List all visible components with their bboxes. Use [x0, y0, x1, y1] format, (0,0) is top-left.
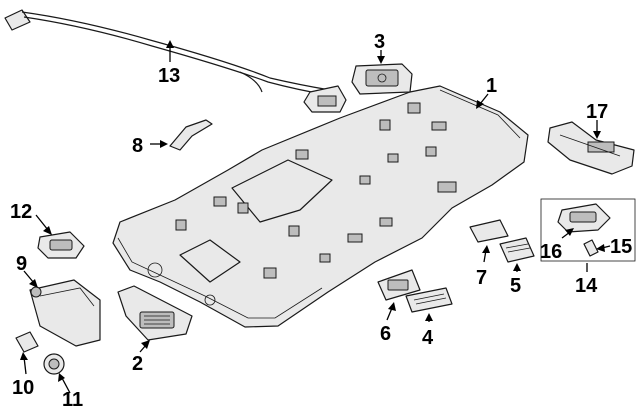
callout-17: 17 [586, 101, 608, 123]
part-14-box [540, 198, 636, 262]
callout-labels: 1 2 3 4 5 6 7 8 9 10 11 12 13 14 15 16 1… [10, 31, 632, 408]
callout-7: 7 [476, 267, 487, 289]
part-16-lamp[interactable] [557, 203, 611, 233]
part-7-lamp-lens[interactable] [469, 219, 509, 243]
callout-14: 14 [575, 275, 598, 297]
part-5-lamp-housing[interactable] [499, 237, 535, 263]
part-13-wire-harness[interactable] [4, 9, 347, 113]
part-6-lamp-lens[interactable] [377, 269, 421, 301]
callout-4: 4 [422, 327, 434, 349]
callout-1: 1 [486, 75, 497, 97]
part-11-knob[interactable] [43, 353, 65, 375]
callout-5: 5 [510, 275, 521, 297]
callout-12: 12 [10, 201, 32, 223]
callout-8: 8 [132, 135, 143, 157]
callout-11: 11 [62, 389, 83, 408]
part-2-lamp-assembly[interactable] [117, 285, 193, 341]
callout-10: 10 [12, 377, 34, 399]
callout-15: 15 [610, 236, 632, 258]
callout-3: 3 [374, 31, 385, 53]
part-8-grab-handle[interactable] [169, 119, 213, 151]
part-4-bulb-housing[interactable] [405, 287, 453, 313]
part-15-bulb[interactable] [583, 239, 599, 257]
callout-16: 16 [540, 241, 562, 263]
callout-9: 9 [16, 253, 27, 275]
part-12-lamp[interactable] [37, 231, 85, 259]
part-17-bracket[interactable] [547, 121, 635, 175]
part-3-overhead-console[interactable] [351, 63, 413, 95]
callout-13: 13 [158, 65, 180, 87]
part-1-headliner[interactable] [112, 85, 529, 328]
part-10-visor-clip[interactable] [15, 331, 39, 353]
part-14-group[interactable] [540, 198, 636, 262]
part-9-sun-visor[interactable] [29, 279, 101, 347]
callout-2: 2 [132, 353, 143, 375]
leader-lines [20, 40, 611, 394]
callout-6: 6 [380, 323, 391, 345]
